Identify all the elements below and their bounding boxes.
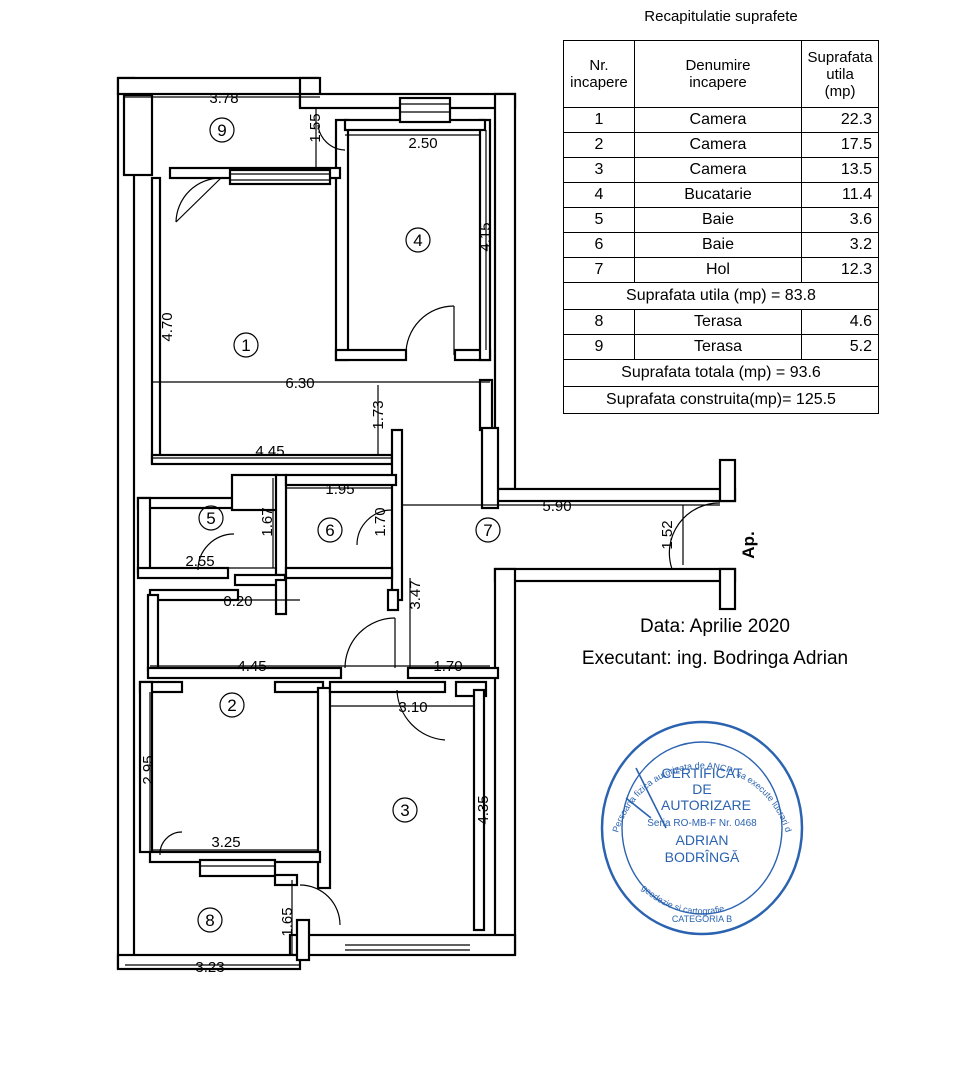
- dim-2-55: 2.55: [185, 553, 214, 570]
- dim-2-95: 2.95: [140, 755, 157, 784]
- room-4-label: 4: [413, 231, 422, 250]
- row-name: Baie: [633, 232, 803, 258]
- row-nr: 4: [563, 182, 635, 208]
- recap-sum-construita: Suprafata construita(mp)= 125.5: [563, 386, 879, 414]
- stamp-line-6: BODRÎNGĂ: [665, 849, 740, 865]
- recap-title: Recapitulatie suprafete: [644, 8, 798, 25]
- room-5-label: 5: [206, 509, 215, 528]
- row-area: 4.6: [801, 309, 879, 335]
- entrance-label: Ap.: [739, 531, 758, 558]
- row-nr: 9: [563, 334, 635, 360]
- doors-windows: [159, 103, 721, 951]
- dimension-lines: [125, 96, 720, 966]
- dim-6-30: 6.30: [285, 375, 314, 392]
- row-nr: 7: [563, 257, 635, 283]
- row-area: 3.2: [801, 232, 879, 258]
- header-nr: Nr. incapere: [563, 40, 635, 108]
- stamp-line-4: Seria RO-MB-F Nr. 0468: [647, 818, 757, 829]
- author-text: Executant: ing. Bodringa Adrian: [581, 648, 849, 669]
- dim-0-20: 0.20: [223, 593, 252, 610]
- header-area: Suprafata utila (mp): [801, 40, 879, 108]
- room-6-label: 6: [325, 521, 334, 540]
- dim-4-45-lower: 4.45: [237, 658, 266, 675]
- row-nr: 2: [563, 132, 635, 158]
- room-9-label: 9: [217, 121, 226, 140]
- recap-sum-totala: Suprafata totala (mp) = 93.6: [563, 359, 879, 387]
- row-name: Hol: [633, 257, 803, 283]
- dim-1-65: 1.65: [279, 907, 296, 936]
- dim-1-52: 1.52: [659, 520, 676, 549]
- recap-sum-utila: Suprafata utila (mp) = 83.8: [563, 282, 879, 310]
- row-area: 12.3: [801, 257, 879, 283]
- dim-4-45-upper: 4.45: [255, 443, 284, 460]
- row-area: 22.3: [801, 107, 879, 133]
- dim-1-70-horizontal: 1.70: [433, 658, 462, 675]
- room-labels: 9 4 1 5 6 7 2 3 8: [197, 117, 501, 933]
- interior-walls: [122, 93, 500, 962]
- room-8-label: 8: [205, 911, 214, 930]
- row-name: Terasa: [633, 334, 803, 360]
- row-name: Camera: [633, 132, 803, 158]
- row-area: 13.5: [801, 157, 879, 183]
- room-2-label: 2: [227, 696, 236, 715]
- stamp-line-1: CERTIFICAT: [661, 765, 743, 781]
- room-7-label: 7: [483, 521, 492, 540]
- row-area: 5.2: [801, 334, 879, 360]
- dim-5-90: 5.90: [542, 498, 571, 515]
- row-name: Bucatarie: [633, 182, 803, 208]
- recap-header-row: Nr. incapere Denumire incapere Suprafata…: [563, 40, 879, 108]
- row-nr: 8: [563, 309, 635, 335]
- dim-4-15: 4.15: [477, 222, 494, 251]
- dim-1-73: 1.73: [370, 400, 387, 429]
- dim-1-67: 1.67: [259, 507, 276, 536]
- dim-4-35: 4.35: [475, 795, 492, 824]
- certification-stamp: Persoana fizica autorizata de ANCPI sa e…: [596, 708, 804, 936]
- stamp-category: CATEGORIA B: [672, 914, 732, 924]
- dim-4-70: 4.70: [159, 312, 176, 341]
- header-name: Denumire incapere: [633, 40, 803, 108]
- stamp-line-5: ADRIAN: [676, 832, 729, 848]
- stamp-line-2: DE: [692, 781, 711, 797]
- room-3-label: 3: [400, 801, 409, 820]
- row-name: Camera: [633, 157, 803, 183]
- row-nr: 5: [563, 207, 635, 233]
- row-area: 11.4: [801, 182, 879, 208]
- dim-1-55: 1.55: [307, 113, 324, 142]
- dim-1-70-vertical: 1.70: [372, 507, 389, 536]
- dim-2-50: 2.50: [408, 135, 437, 152]
- stamp-ring-text-right: geodezie si cartografie: [640, 883, 726, 917]
- dim-3-10: 3.10: [398, 699, 427, 716]
- signature-mark: [625, 767, 667, 829]
- row-area: 3.6: [801, 207, 879, 233]
- dim-1-95: 1.95: [325, 481, 354, 498]
- row-area: 17.5: [801, 132, 879, 158]
- dim-3-25: 3.25: [211, 834, 240, 851]
- row-name: Terasa: [633, 309, 803, 335]
- recap-table: Nr. incapere Denumire incapere Suprafata…: [563, 40, 879, 414]
- row-name: Camera: [633, 107, 803, 133]
- dimension-labels: 3.78 1.55 2.50 4.15 4.70 6.30 1.73 4.45 …: [140, 90, 758, 976]
- stamp-line-3: AUTORIZARE: [661, 797, 751, 813]
- date-text: Data: Aprilie 2020: [640, 616, 790, 637]
- dim-3-23: 3.23: [195, 959, 224, 976]
- row-nr: 3: [563, 157, 635, 183]
- dim-3-78: 3.78: [209, 90, 238, 107]
- dim-3-47: 3.47: [407, 580, 424, 609]
- row-name: Baie: [633, 207, 803, 233]
- row-nr: 6: [563, 232, 635, 258]
- room-1-label: 1: [241, 336, 250, 355]
- row-nr: 1: [563, 107, 635, 133]
